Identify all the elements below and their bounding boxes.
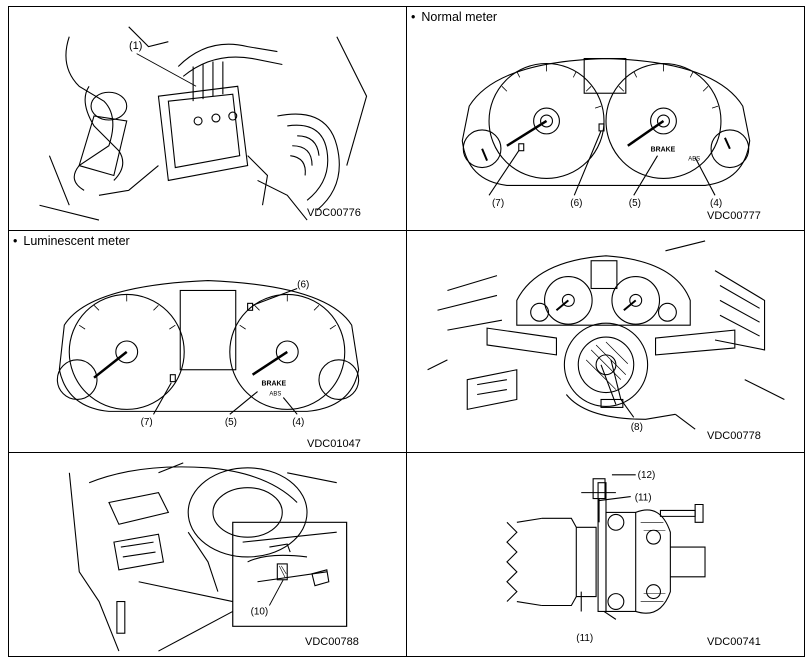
panel-luminescent-meter: •Luminescent meter BR	[8, 230, 407, 453]
normal-meter-drawing: BRAKE ABS (7) (6) (5) (4)	[461, 57, 751, 209]
brake-indicator: BRAKE	[262, 381, 287, 388]
callout-5: (5)	[225, 417, 237, 428]
abs-unit-drawing	[39, 26, 368, 221]
panel-normal-meter: • Normal meter	[406, 6, 805, 231]
steering-column-drawing: (8)	[427, 240, 785, 433]
brake-indicator: BRAKE	[651, 147, 676, 154]
panel-title: • Luminescent meter	[13, 234, 130, 248]
callout-6: (6)	[297, 279, 309, 290]
bullet: •	[13, 234, 18, 248]
title-text: Normal meter	[421, 10, 498, 24]
abs-indicator: ABS	[688, 157, 700, 163]
callout-5: (5)	[629, 198, 641, 209]
figure-grid: (1) VDC00776 • Normal meter	[8, 6, 805, 657]
callout-4: (4)	[292, 417, 304, 428]
callout-11-top: (11)	[635, 493, 652, 504]
panel-abs-unit: (1) VDC00776	[8, 6, 407, 231]
callout-10: (10)	[251, 606, 269, 617]
callout-7: (7)	[492, 198, 504, 209]
callout-12: (12)	[638, 470, 656, 481]
callout-6: (6)	[570, 198, 582, 209]
callout-8: (8)	[631, 422, 643, 433]
callout-11-bottom: (11)	[576, 633, 593, 644]
figure-code: VDC00788	[305, 636, 359, 648]
figure-code: VDC00778	[707, 430, 761, 442]
panel-steering-column: (8) VDC00778	[406, 230, 805, 453]
abs-indicator: ABS	[269, 392, 281, 398]
callout-1: (1)	[129, 40, 143, 52]
panel-vdc-switch: (10) VDC00788	[8, 452, 407, 657]
title-text: Luminescent meter	[23, 234, 130, 248]
panel-title: • Normal meter	[411, 10, 497, 24]
vdc-switch-drawing: (10)	[68, 462, 348, 652]
bullet: •	[411, 10, 416, 24]
panel-wheel-speed-sensor: (12) (11) (11) VDC00741	[406, 452, 805, 657]
figure-code: VDC00741	[707, 636, 761, 648]
wheel-speed-sensor-drawing: (12) (11) (11)	[506, 470, 706, 644]
figure-code: VDC01047	[307, 438, 361, 450]
figure-code: VDC00776	[307, 207, 361, 219]
callout-4: (4)	[710, 198, 722, 209]
callout-7: (7)	[141, 417, 153, 428]
figure-code: VDC00777	[707, 210, 761, 222]
luminescent-meter-drawing: BRAKE ABS (6) (7) (5) (4)	[56, 279, 360, 428]
